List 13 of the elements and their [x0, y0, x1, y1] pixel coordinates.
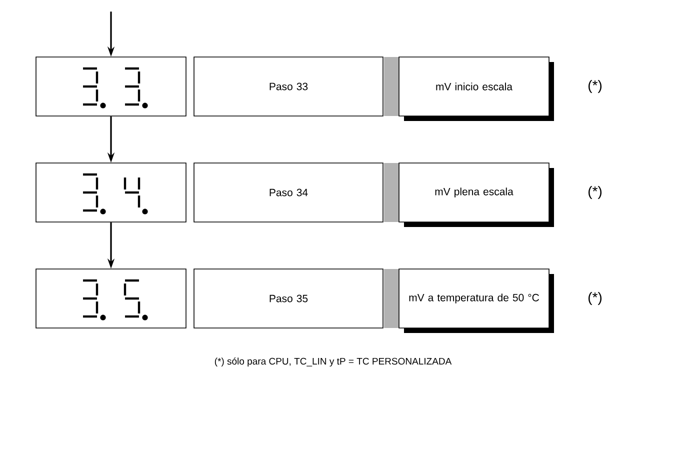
parameter-box: mV a temperatura de 50 °C — [398, 268, 554, 333]
step-box: Paso 35 — [194, 268, 384, 328]
footnote-mark: (*) — [588, 292, 602, 306]
display-box — [36, 56, 186, 116]
footnote-mark: (*) — [588, 80, 602, 94]
step-box: Paso 33 — [194, 56, 384, 116]
step-box: Paso 34 — [194, 162, 384, 222]
display-box — [36, 162, 186, 222]
parameter-box: mV plena escala — [398, 162, 554, 227]
parameter-box: mV inicio escala — [398, 56, 554, 121]
footnote: (*) sólo para CPU, TC_LIN y tP = TC PERSONALIZADA — [214, 358, 452, 366]
display-box — [36, 268, 186, 328]
footnote-mark: (*) — [588, 186, 602, 200]
